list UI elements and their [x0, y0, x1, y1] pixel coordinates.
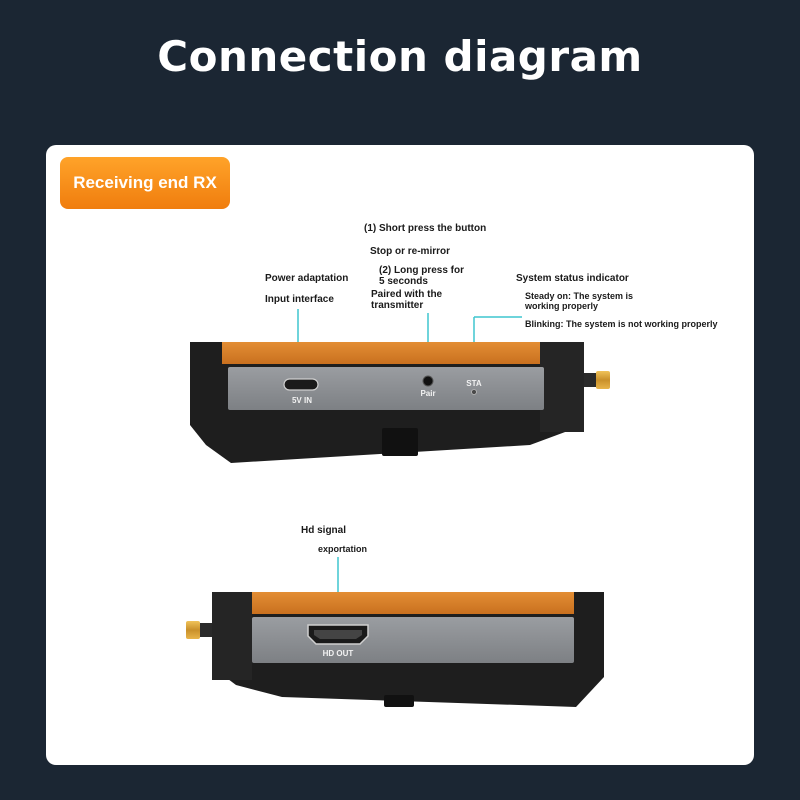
page-title: Connection diagram: [157, 32, 643, 81]
usb-c-port: [283, 378, 319, 391]
pair-port-label: Pair: [420, 389, 436, 398]
blinking-label: Blinking: The system is not working prop…: [525, 319, 718, 329]
diagram-panel: Receiving end RX Power adaptation Input …: [46, 145, 754, 765]
top-device-right-block: [540, 342, 584, 432]
bottom-antenna-connector: [186, 621, 200, 639]
top-device-stand: [382, 428, 418, 456]
steady-on-label: Steady on: The system is: [525, 291, 634, 301]
bottom-device-stand: [384, 695, 414, 707]
bottom-device: [186, 592, 604, 707]
bottom-device-face-panel: [252, 617, 574, 663]
power-adaptation-label: Power adaptation: [265, 273, 349, 284]
sta-led: [471, 389, 477, 395]
short-press-label: (1) Short press the button: [364, 223, 487, 234]
top-device-orange-strip: [222, 342, 540, 364]
long-press-label: (2) Long press for: [379, 265, 465, 276]
bottom-device-left-block: [212, 592, 252, 680]
hdmi-port-label: HD OUT: [322, 649, 354, 658]
top-antenna-connector: [596, 371, 610, 389]
receiving-end-badge: Receiving end RX: [60, 157, 230, 209]
top-device-face-panel: [228, 367, 544, 410]
transmitter-label: transmitter: [371, 300, 424, 311]
top-antenna-base: [584, 373, 596, 387]
working-properly-label: working properly: [525, 301, 599, 311]
five-seconds-label: 5 seconds: [379, 276, 428, 287]
bottom-antenna-base: [200, 623, 212, 637]
hdmi-port-inner: [314, 630, 362, 639]
top-device: [190, 342, 610, 463]
exportation-label: exportation: [318, 544, 368, 554]
status-indicator-title: System status indicator: [516, 273, 629, 284]
hd-signal-label: Hd signal: [301, 525, 347, 536]
sta-port-label: STA: [466, 379, 482, 388]
input-interface-label: Input interface: [265, 294, 334, 305]
pair-button: [422, 375, 434, 387]
stop-remirror-label: Stop or re-mirror: [370, 246, 451, 257]
device-illustrations: [186, 309, 610, 707]
paired-label: Paired with the: [371, 289, 443, 300]
usb-port-label: 5V IN: [291, 396, 312, 405]
bottom-device-orange-strip: [252, 592, 574, 614]
